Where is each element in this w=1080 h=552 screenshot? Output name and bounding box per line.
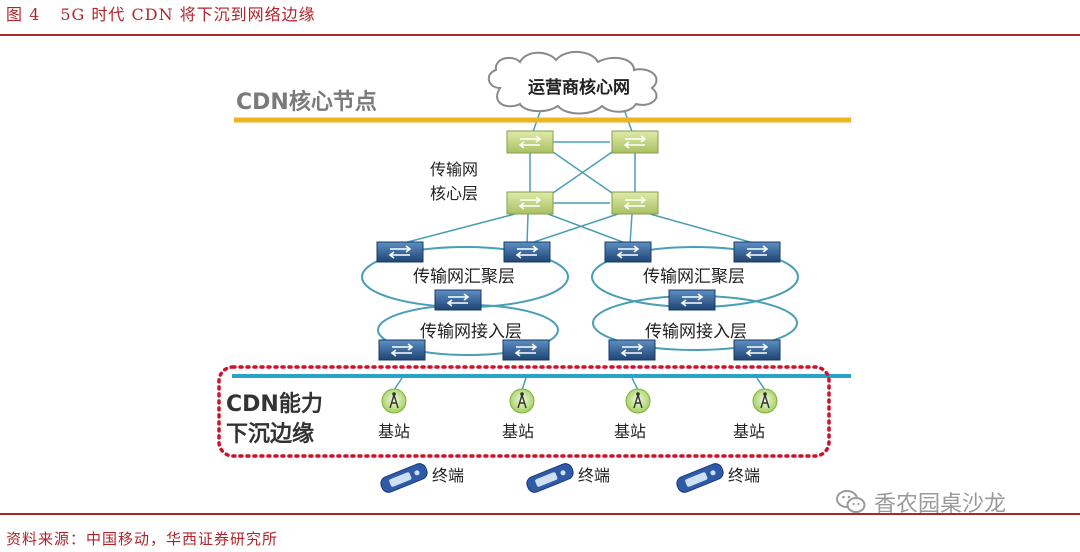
core-mesh <box>529 141 636 204</box>
base-station-label-3: 基站 <box>614 422 647 441</box>
base-station-icon <box>625 388 651 414</box>
transport-core-label-line2: 核心层 <box>430 184 479 203</box>
figure-caption: 5G 时代 CDN 将下沉到网络边缘 <box>60 5 316 24</box>
core-switch-4 <box>611 191 659 215</box>
terminal-label-1: 终端 <box>432 466 465 485</box>
base-station-icon <box>381 388 407 414</box>
agg-switch-4 <box>733 241 781 263</box>
access-switch-2 <box>502 339 550 361</box>
figure-number: 图 4 <box>6 5 41 24</box>
access-switch-3 <box>608 339 656 361</box>
figure-title: 图 4 5G 时代 CDN 将下沉到网络边缘 <box>6 1 316 25</box>
cdn-edge-label: CDN能力 下沉边缘 <box>226 390 323 450</box>
access-switch-1 <box>378 339 426 361</box>
cdn-edge-label-line2: 下沉边缘 <box>226 422 315 447</box>
terminal-label-2: 终端 <box>578 466 611 485</box>
phone-icon <box>380 463 428 493</box>
station-links <box>393 377 766 391</box>
source-note: 资料来源：中国移动，华西证券研究所 <box>6 530 279 548</box>
junction-switch-left <box>434 289 482 311</box>
transport-core-label-line1: 传输网 <box>430 160 479 179</box>
operator-core-label: 运营商核心网 <box>528 78 630 98</box>
access-right-label: 传输网接入层 <box>645 322 747 342</box>
base-station-icon <box>509 388 535 414</box>
agg-switch-3 <box>604 241 652 263</box>
phone-icon <box>676 463 724 493</box>
wechat-icon <box>836 490 866 513</box>
cloud-icon <box>487 51 658 115</box>
agg-switch-1 <box>376 241 424 263</box>
aggregation-left-label: 传输网汇聚层 <box>413 267 515 287</box>
base-station-label-2: 基站 <box>502 422 535 441</box>
core-downlinks <box>399 213 758 245</box>
access-left-label: 传输网接入层 <box>420 322 522 342</box>
core-switch-1 <box>506 130 554 154</box>
bottom-rule <box>0 513 1080 515</box>
watermark: 香农园桌沙龙 <box>836 486 1006 518</box>
base-station-label-4: 基站 <box>733 422 766 441</box>
phone-icon <box>526 463 574 493</box>
base-station-icon <box>752 388 778 414</box>
access-switch-4 <box>733 339 781 361</box>
terminal-label-3: 终端 <box>728 466 761 485</box>
cdn-core-node-label: CDN核心节点 <box>236 90 377 115</box>
aggregation-right-label: 传输网汇聚层 <box>643 267 745 287</box>
cdn-edge-label-line1: CDN能力 <box>226 392 323 417</box>
core-switch-2 <box>611 130 659 154</box>
watermark-text: 香农园桌沙龙 <box>874 492 1007 517</box>
agg-switch-2 <box>503 241 551 263</box>
junction-switch-right <box>668 289 716 311</box>
base-station-label-1: 基站 <box>378 422 411 441</box>
core-switch-3 <box>506 191 554 215</box>
top-rule <box>0 34 1080 36</box>
